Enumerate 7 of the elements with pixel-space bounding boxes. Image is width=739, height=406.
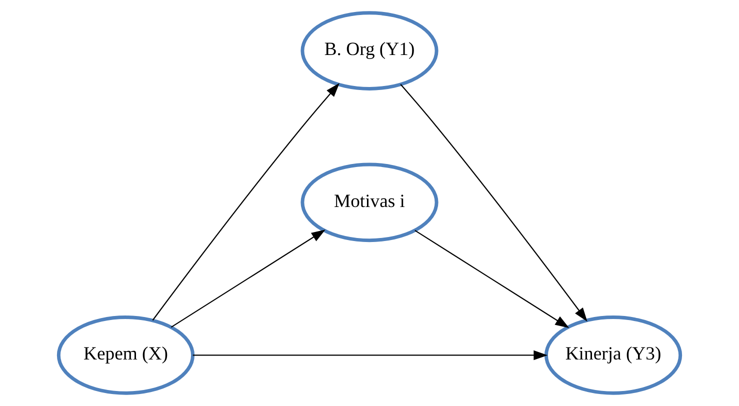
node-ellipse: B. Org (Y1) <box>300 11 438 90</box>
arrow <box>192 350 548 360</box>
arrow <box>152 83 340 321</box>
arrow <box>170 230 326 328</box>
arrow <box>414 230 570 328</box>
arrow <box>400 84 588 322</box>
node-ellipse: Kepem (X) <box>56 316 195 395</box>
